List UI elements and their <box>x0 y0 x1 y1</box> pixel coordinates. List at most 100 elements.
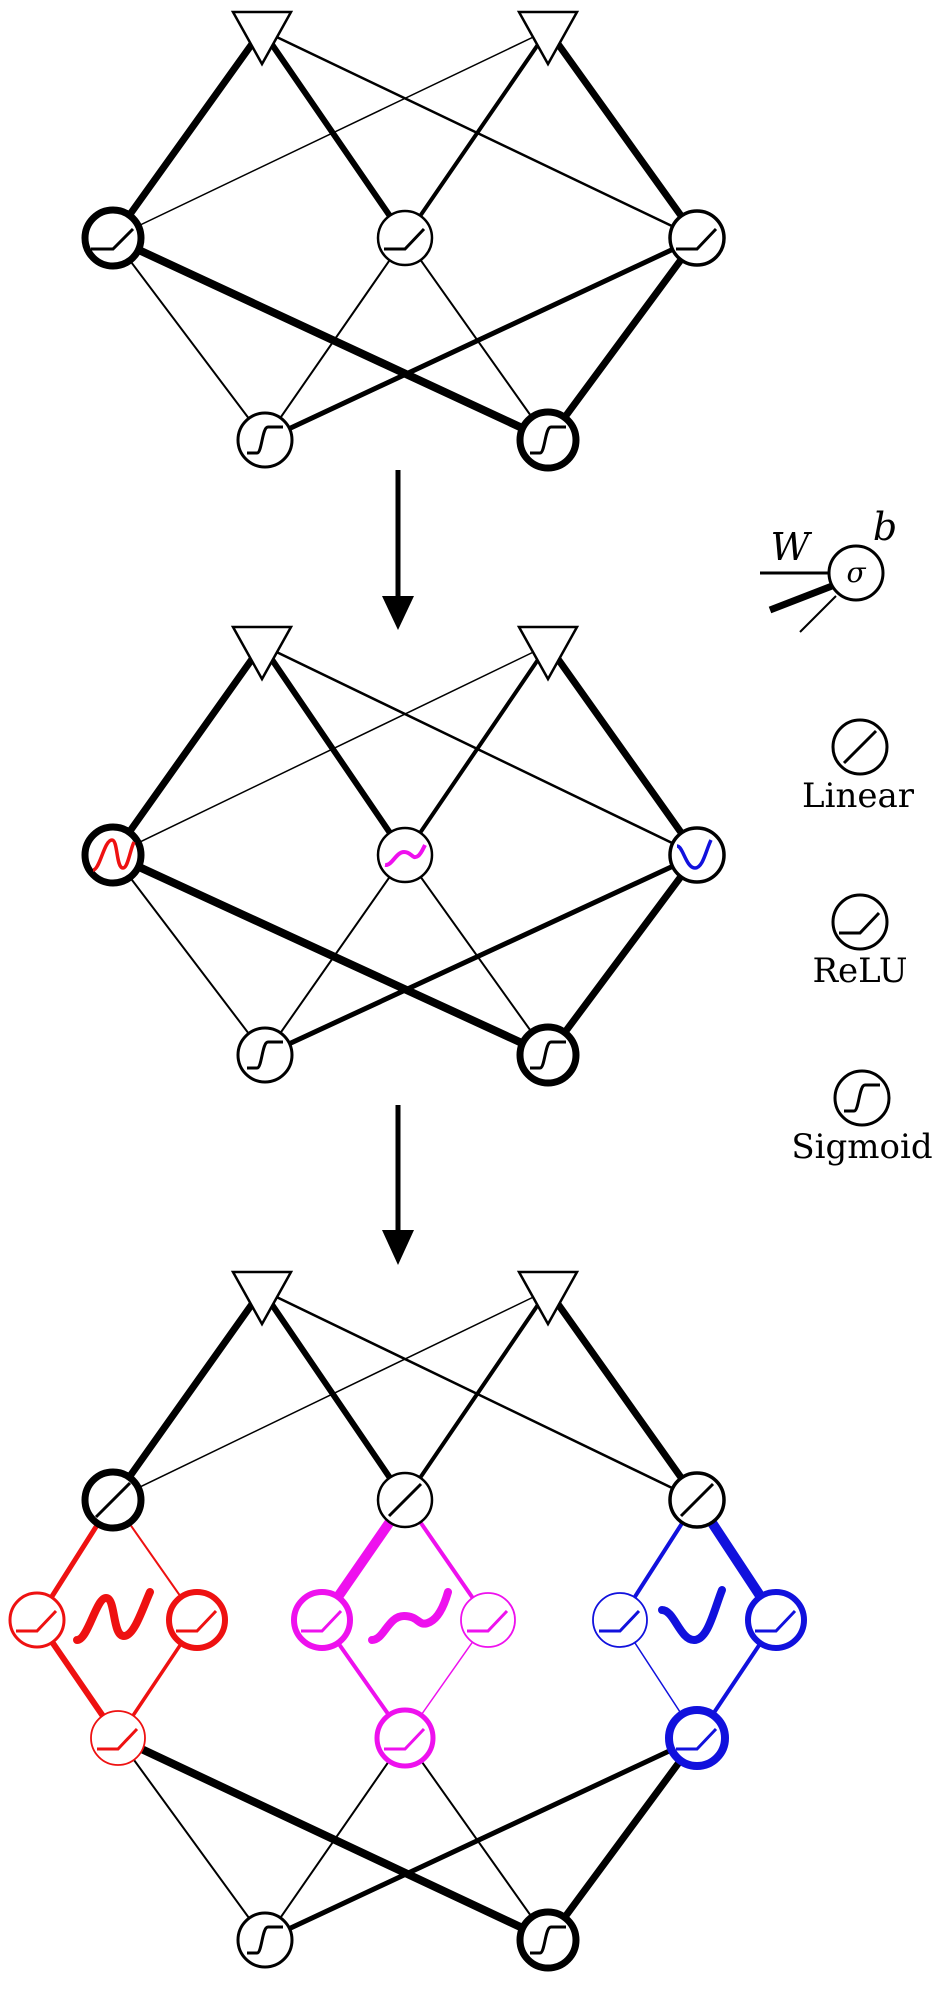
edge <box>262 235 700 443</box>
relu-icon <box>301 1609 343 1633</box>
hidden-node-magenta-wave <box>376 826 434 884</box>
bias-symbol: b <box>873 505 897 549</box>
edge <box>109 234 552 444</box>
red-relu-node <box>90 1710 146 1766</box>
activation-symbol: σ <box>846 556 866 589</box>
legend-item-linear: Linear <box>802 718 915 816</box>
sigmoid-icon <box>247 425 283 455</box>
edge <box>403 28 550 240</box>
sigmoid-icon <box>844 1083 880 1113</box>
stage-1-edges <box>109 26 701 444</box>
edge <box>403 643 550 857</box>
legend-label-relu: ReLU <box>812 951 907 991</box>
relu-icon <box>839 911 881 935</box>
blue-relu-node <box>665 1706 729 1770</box>
sigmoid-icon <box>247 1040 283 1070</box>
legend: σ W b Linear ReLU Sigmoid <box>760 505 933 1167</box>
weight-symbol: W <box>770 525 812 569</box>
relu-icon <box>97 1727 139 1751</box>
edge <box>544 234 701 444</box>
blue-relu-node <box>745 1589 807 1651</box>
input-node <box>230 1270 294 1327</box>
edge <box>109 26 266 242</box>
hidden-node-linear <box>81 1468 145 1532</box>
edge <box>112 237 266 441</box>
blue-relu-node <box>592 1592 648 1648</box>
edge <box>403 1288 550 1502</box>
input-node <box>230 625 294 682</box>
stage-2-network <box>81 625 726 1087</box>
wave-icon <box>368 1588 452 1644</box>
relu-icon <box>676 1727 718 1751</box>
red-relu-node <box>8 1591 66 1649</box>
red-relu-node <box>166 1589 228 1651</box>
relu-icon <box>91 227 135 251</box>
output-node-sigmoid <box>516 1023 580 1087</box>
relu-icon <box>467 1609 509 1633</box>
edge <box>260 643 699 857</box>
edge <box>117 1737 266 1941</box>
hidden-node-red-wave <box>81 823 145 887</box>
edge <box>114 1734 552 1944</box>
transform-arrow <box>382 1105 414 1265</box>
wave-icon <box>73 1588 154 1644</box>
legend-label-sigmoid: Sigmoid <box>791 1127 932 1167</box>
relu-icon <box>384 1727 426 1751</box>
hidden-node-blue-wave <box>668 826 726 884</box>
edge <box>544 1286 701 1504</box>
edge <box>544 26 701 242</box>
neuron-parameter-legend: σ W b <box>760 505 897 633</box>
stage-1-network <box>81 10 726 472</box>
wave-icon <box>92 838 136 872</box>
magenta-relu-node <box>291 1589 353 1651</box>
stage-3-input-edges <box>109 1286 701 1504</box>
relu-icon <box>676 227 718 251</box>
legend-item-sigmoid: Sigmoid <box>791 1069 933 1167</box>
magenta-relu-node <box>374 1707 436 1769</box>
hidden-node-linear <box>376 1471 434 1529</box>
edge <box>264 1737 406 1941</box>
linear-icon <box>842 729 878 765</box>
output-node-sigmoid <box>236 1026 294 1084</box>
edge <box>109 1286 266 1504</box>
edge <box>264 237 406 441</box>
hidden-node-relu <box>376 209 434 267</box>
legend-item-relu: ReLU <box>812 893 908 991</box>
output-node-sigmoid <box>516 1908 580 1972</box>
edge <box>544 641 701 859</box>
stage-3-output-edges <box>114 1734 701 1944</box>
edge <box>544 851 701 1059</box>
transform-arrow <box>382 470 414 630</box>
wave-icon <box>676 839 713 870</box>
edge <box>109 851 552 1059</box>
wave-icon <box>384 844 427 867</box>
edge <box>259 642 408 858</box>
output-node-sigmoid <box>516 408 580 472</box>
edge <box>260 1288 699 1502</box>
legend-label-linear: Linear <box>802 776 915 816</box>
edge <box>259 1287 408 1503</box>
hidden-node-relu <box>668 209 726 267</box>
edge <box>260 28 699 240</box>
input-node <box>516 1270 580 1327</box>
relu-icon <box>176 1609 218 1633</box>
sigmoid-icon <box>530 425 566 455</box>
output-node-sigmoid <box>236 1911 294 1969</box>
relu-icon <box>755 1609 797 1633</box>
relu-icon <box>384 227 426 251</box>
linear-icon <box>387 1482 423 1518</box>
hidden-node-linear <box>668 1471 726 1529</box>
edge <box>109 641 266 859</box>
relu-icon <box>599 1609 641 1633</box>
sigmoid-icon <box>247 1925 283 1955</box>
edge <box>544 1734 701 1944</box>
edge <box>262 852 700 1058</box>
edge <box>112 1289 549 1501</box>
sigmoid-icon <box>530 1925 566 1955</box>
input-node <box>516 625 580 682</box>
edge <box>264 854 406 1056</box>
magenta-relu-node <box>460 1592 516 1648</box>
linear-icon <box>679 1482 715 1518</box>
edge <box>262 1735 700 1943</box>
